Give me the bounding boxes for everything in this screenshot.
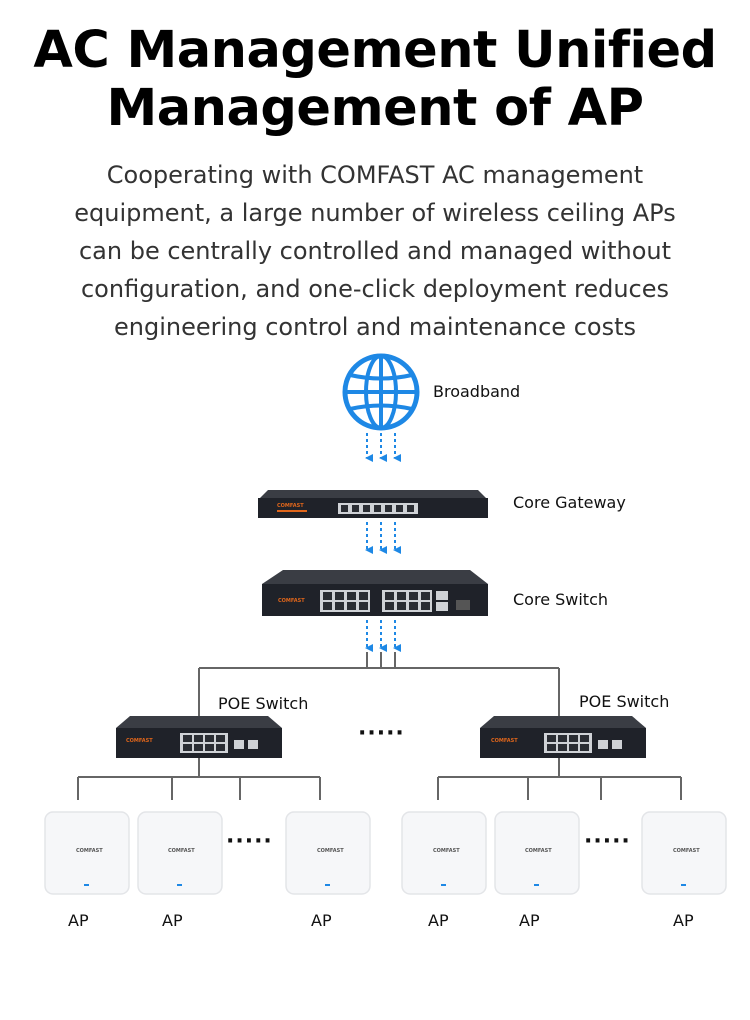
ap-brand: COMFAST — [168, 848, 195, 854]
description: Cooperating with COMFAST AC management e… — [40, 156, 710, 346]
description-line: equipment, a large number of wireless ce… — [74, 199, 676, 227]
title-line-2: Management of AP — [106, 79, 645, 138]
ap-brand: COMFAST — [525, 848, 552, 854]
description-line: Cooperating with COMFAST AC management — [106, 161, 644, 189]
ap-device: COMFAST — [285, 811, 371, 895]
core-switch-device: COMFAST — [262, 570, 488, 616]
ap-device: COMFAST — [44, 811, 130, 895]
poe-ellipsis: ····· — [358, 721, 405, 746]
ap-brand: COMFAST — [433, 848, 460, 854]
broadband-label: Broadband — [433, 382, 520, 401]
ap-label: AP — [162, 911, 183, 930]
gateway-brand: COMFAST — [277, 503, 304, 509]
poe-switch-right-device: COMFAST — [480, 716, 646, 758]
ap-label: AP — [428, 911, 449, 930]
core-switch-brand: COMFAST — [278, 598, 305, 604]
ap-brand: COMFAST — [76, 848, 103, 854]
arrows-gateway-to-switch — [365, 522, 401, 554]
description-line: engineering control and maintenance cost… — [114, 313, 636, 341]
ap-device: COMFAST — [137, 811, 223, 895]
poe-switch-right-label: POE Switch — [579, 692, 669, 711]
poe-left-brand: COMFAST — [126, 738, 153, 744]
ap-device: COMFAST — [494, 811, 580, 895]
poe-right-brand: COMFAST — [491, 738, 518, 744]
ap-ellipsis-right: ····· — [584, 829, 631, 854]
core-switch-label: Core Switch — [513, 590, 608, 609]
ap-label: AP — [68, 911, 89, 930]
ap-ellipsis-left: ····· — [226, 829, 273, 854]
description-line: can be centrally controlled and managed … — [78, 237, 672, 265]
arrows-broadband-to-gateway — [365, 433, 401, 462]
title-line-1: AC Management Unified — [33, 21, 717, 80]
core-gateway-device: COMFAST — [258, 490, 488, 518]
ap-label: AP — [519, 911, 540, 930]
ap-device: COMFAST — [641, 811, 727, 895]
ap-label: AP — [311, 911, 332, 930]
core-gateway-label: Core Gateway — [513, 493, 626, 512]
ap-device: COMFAST — [401, 811, 487, 895]
connection-lines-lower — [77, 758, 682, 800]
poe-switch-left-device: COMFAST — [116, 716, 282, 758]
arrows-switch-to-poe — [365, 620, 401, 652]
page-title: AC Management Unified Management of AP — [0, 22, 750, 138]
ap-label: AP — [673, 911, 694, 930]
description-line: configuration, and one-click deployment … — [80, 275, 669, 303]
ap-brand: COMFAST — [317, 848, 344, 854]
ap-brand: COMFAST — [673, 848, 700, 854]
poe-switch-left-label: POE Switch — [218, 694, 308, 713]
connection-lines-upper — [198, 652, 560, 716]
globe-icon — [342, 353, 420, 431]
